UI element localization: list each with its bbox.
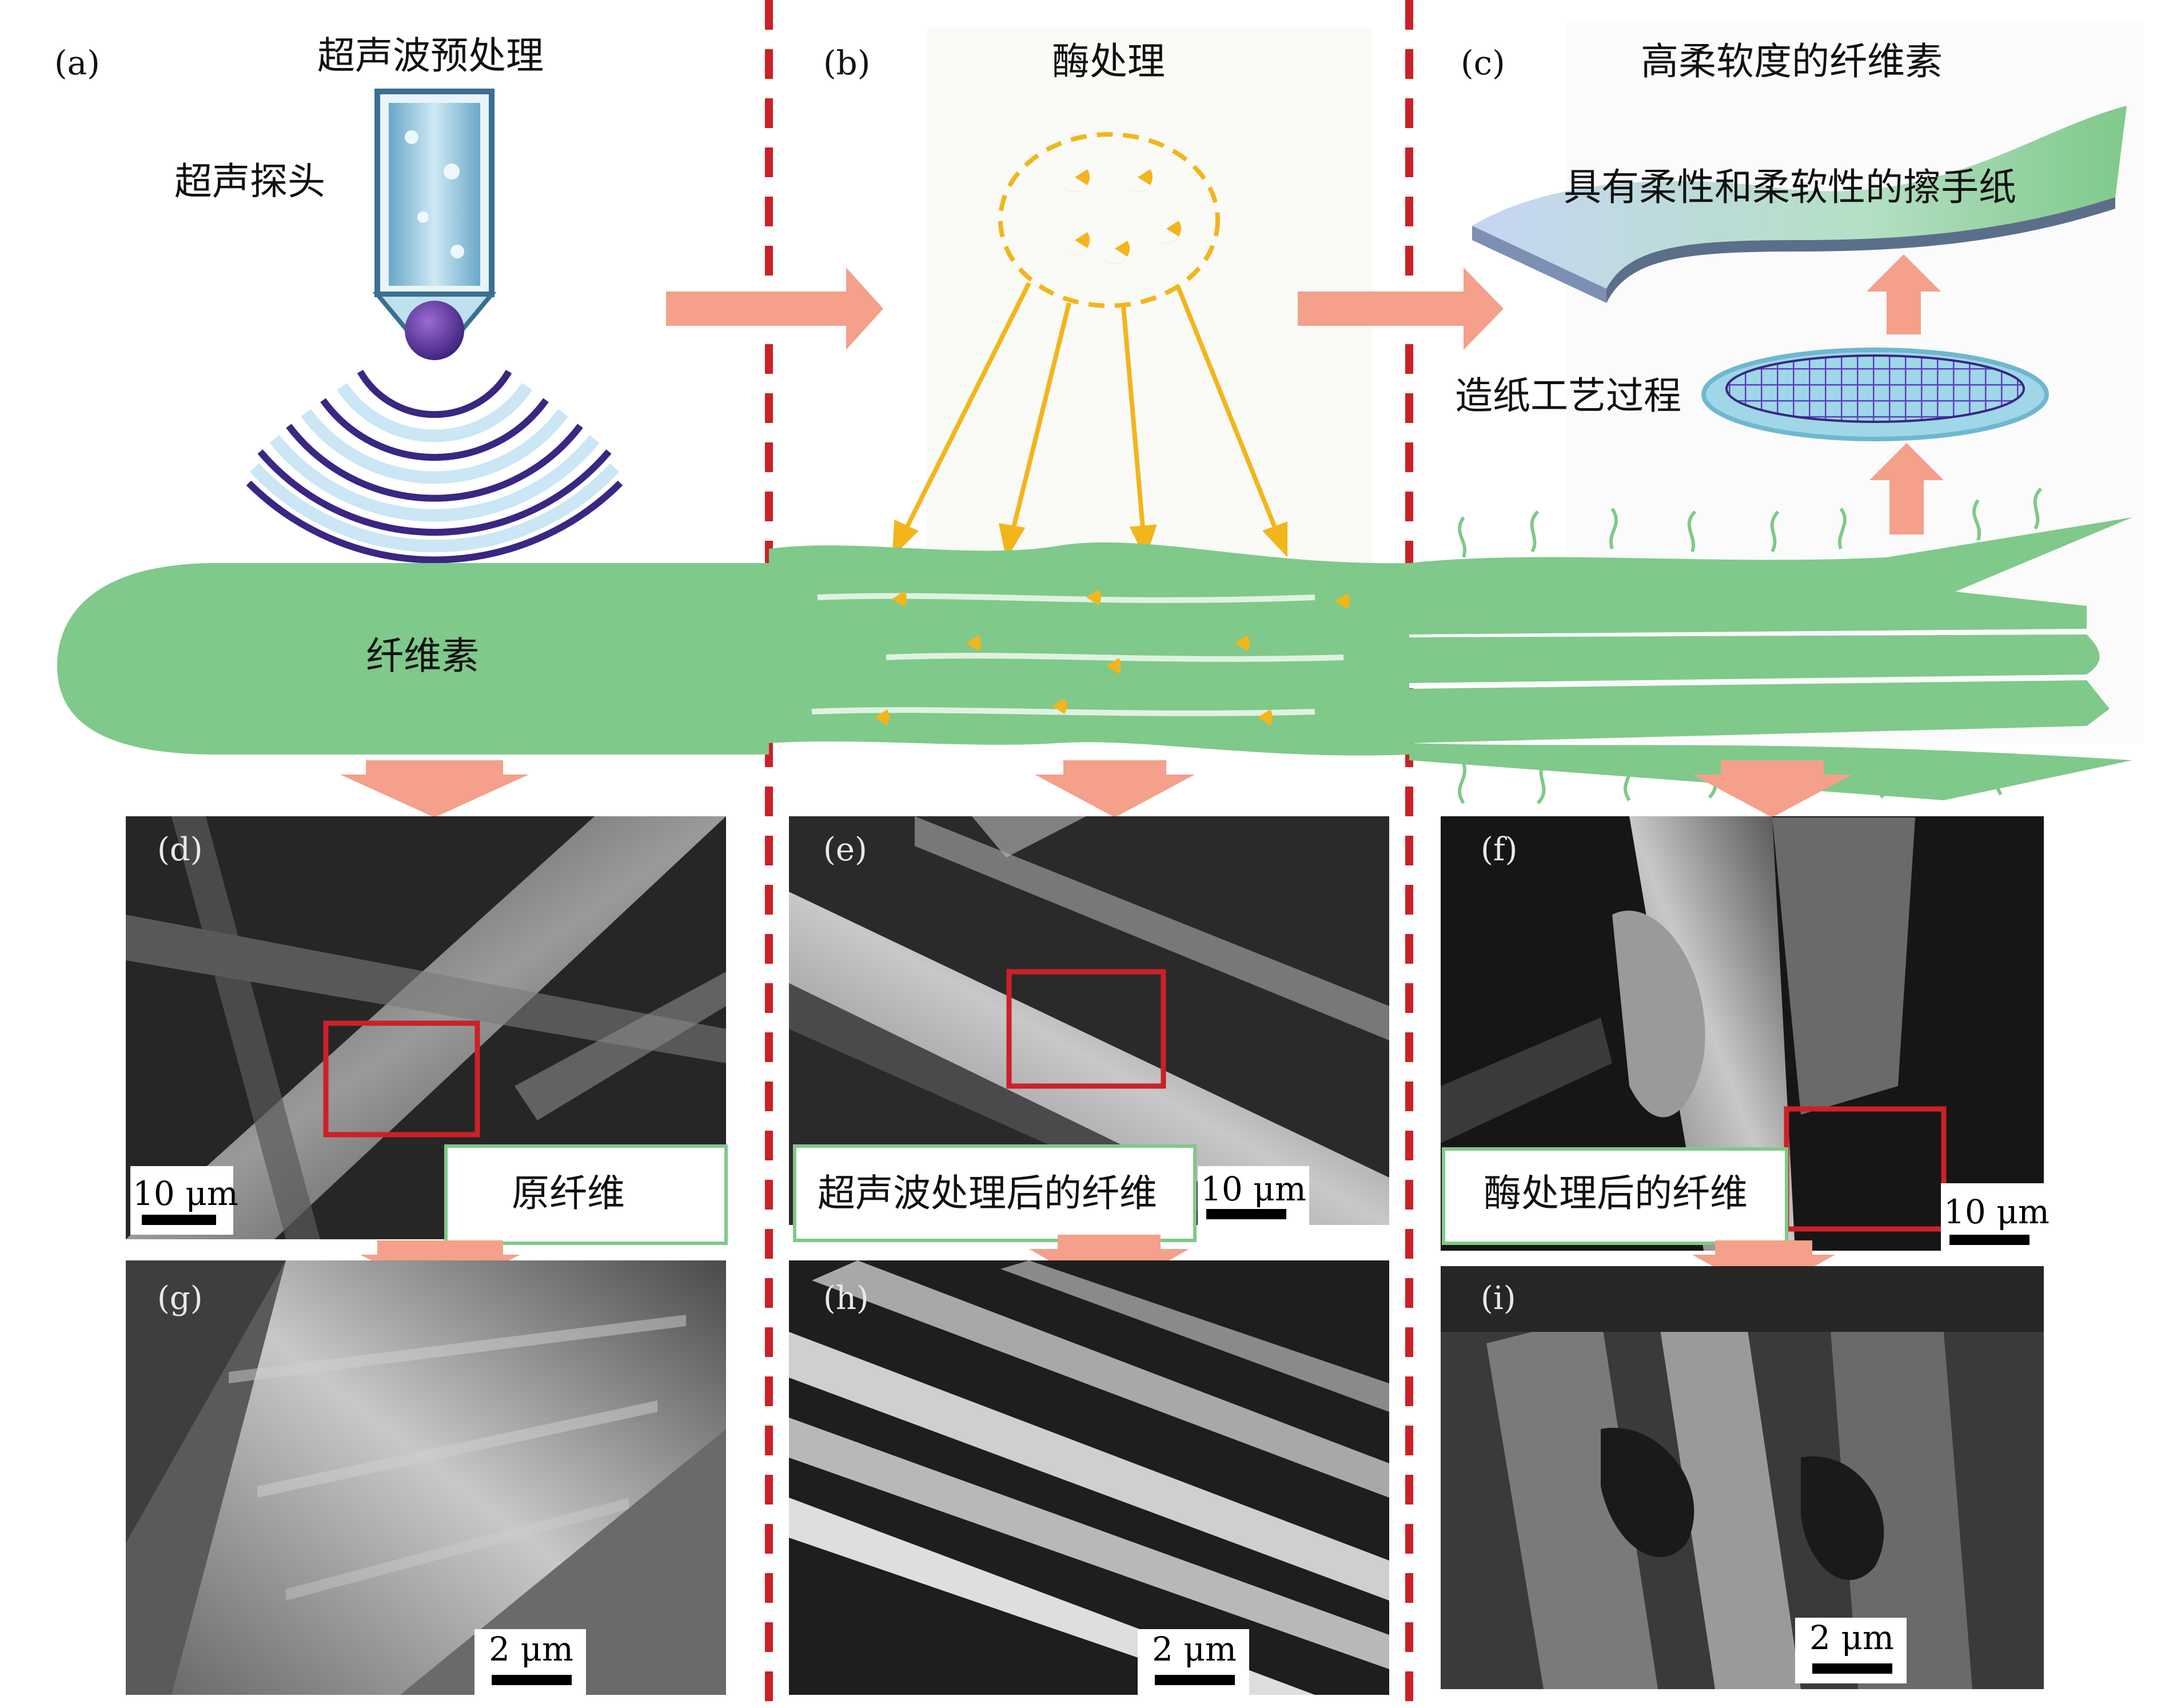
caption-box-e [793,1144,1197,1242]
scale-h: 2 μm [1152,1630,1237,1669]
sem-image-i [1441,1266,2044,1689]
sem-g-letter: (g) [157,1280,203,1317]
sem-image-e [789,816,1389,1225]
fiber-splits [811,593,1344,716]
panel-a-letter: (a) [54,43,100,82]
enzyme-attack-arrows [892,282,1287,560]
panel-c-letter: (c) [1461,43,1505,82]
sem-d-letter: (d) [157,831,203,868]
scalebar-g [475,1629,586,1695]
panel-c-title: 高柔软度的纤维素 [1641,39,1943,83]
caption-e: 超声波处理后的纤维 [818,1171,1157,1215]
scalebar-d [130,1166,233,1235]
sem-e-letter: (e) [823,831,867,868]
arrow-down-f [1692,760,1852,817]
ultrasound-wave-icon [246,370,623,564]
sem-h-letter: (h) [823,1280,869,1317]
cellulose-fiber-fibrillated [1409,517,2132,800]
ultrasound-source-icon [405,301,464,360]
scale-g: 2 μm [489,1630,573,1669]
sem-image-g [126,1260,726,1695]
probe-label: 超声探头 [174,159,325,203]
caption-d: 原纤维 [512,1171,625,1215]
panel-b-letter: (b) [823,43,870,82]
scale-e: 10 μm [1201,1170,1306,1208]
cellulose-fiber-enzyme [769,542,1409,756]
sem-image-h [789,1260,1389,1695]
arrow-b-to-c [1298,268,1504,350]
caption-box-f [1442,1147,1788,1245]
arrow-down-d [340,760,529,817]
ultrasonic-probe-icon [372,89,497,331]
sem-i-letter: (i) [1481,1280,1516,1317]
scale-d: 10 μm [133,1174,238,1213]
tissue-label: 具有柔性和柔软性的擦手纸 [1564,165,2016,209]
arrow-down-e [1035,760,1195,817]
ultrasound-wave-glow [249,382,620,553]
arrow-up-to-tissue [1867,254,1941,334]
cellulose-fiber-raw [57,563,769,755]
sem-f-letter: (f) [1481,831,1517,868]
enzyme-cluster [998,132,1220,308]
scalebar-i [1795,1618,1907,1683]
scale-f: 10 μm [1944,1192,2050,1231]
process-label: 造纸工艺过程 [1455,374,1681,418]
panel-a-title: 超声波预处理 [317,34,544,78]
roi-box-d [323,1020,480,1138]
panel-b-title: 酶处理 [1052,39,1165,83]
scalebar-e [1198,1166,1309,1235]
arrow-a-to-b [666,268,883,350]
arrow-up-to-mesh [1869,443,1944,534]
scalebar-f [1941,1183,2044,1252]
fiber-label: 纤维素 [366,634,479,678]
caption-f: 酶处理后的纤维 [1484,1171,1748,1215]
tissue-paper-icon [1472,106,2127,303]
enzyme-icons-on-fiber [859,589,1350,733]
caption-box-d [444,1144,728,1245]
scale-i: 2 μm [1809,1618,1894,1657]
papermaking-mesh-icon [1701,348,2049,441]
scalebar-h [1138,1629,1249,1695]
roi-box-e [1006,969,1166,1089]
enzyme-icons-cluster [1059,169,1181,264]
